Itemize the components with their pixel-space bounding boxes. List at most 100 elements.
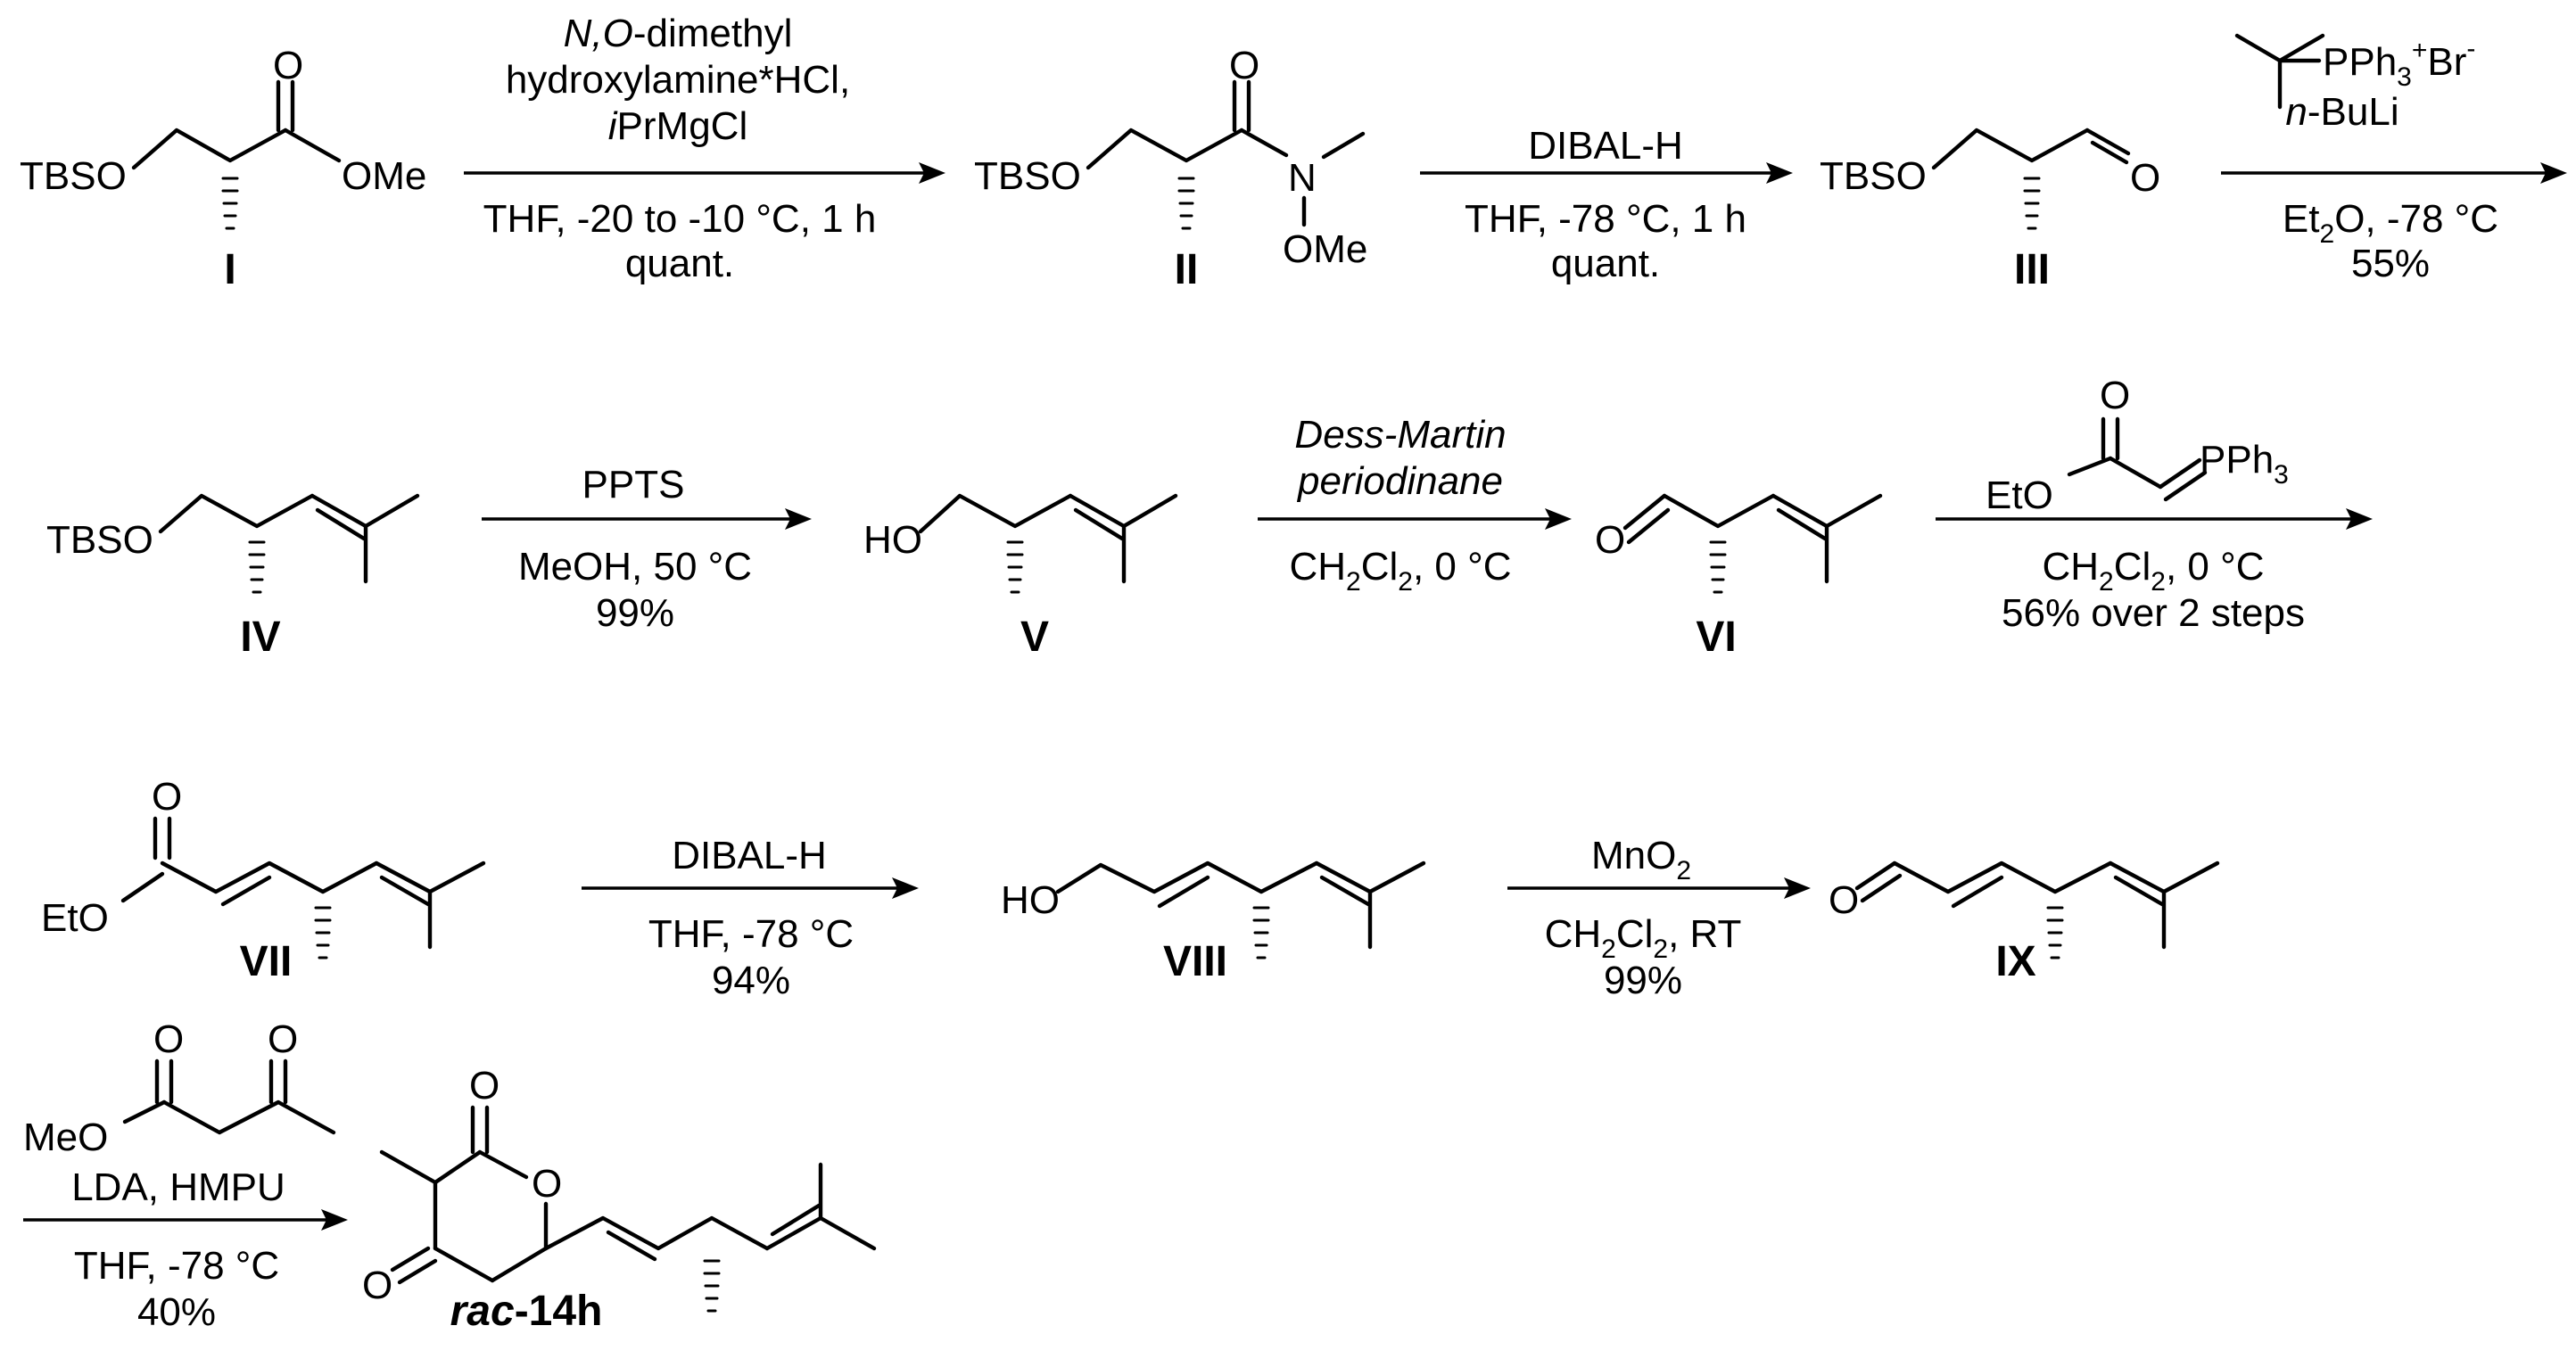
compound-label-II: II (1175, 246, 1199, 293)
conditions-line1: THF, -78 °C, 1 h (1465, 197, 1746, 241)
phosphonium-salt: PPh3+Br- (2323, 34, 2475, 92)
carbonyl-o: O (273, 44, 303, 87)
arrowhead (1766, 162, 1793, 184)
ring-o: O (532, 1162, 562, 1206)
n-atom: N (1288, 156, 1317, 200)
reagent-line1: Dess-Martin (1294, 413, 1506, 457)
conditions-line1: CH2Cl2, 0 °C (2042, 545, 2264, 597)
conditions-line1: THF, -20 to -10 °C, 1 h (483, 197, 877, 241)
compound-III: TBSO O III (1820, 128, 2160, 293)
hashed-methyl (2046, 906, 2064, 959)
compound-IV: TBSO IV (46, 493, 420, 661)
arrowhead (785, 508, 812, 530)
step-1: N,O-dimethyl hydroxylamine*HCl, iPrMgCl … (464, 12, 945, 285)
reagent: MnO2 (1591, 834, 1691, 885)
compound-VI: O VI (1595, 493, 1883, 661)
aldehyde-o: O (1829, 878, 1859, 922)
carbonyl-o: O (1229, 44, 1259, 87)
arrowhead (919, 162, 945, 184)
reagent-line3: iPrMgCl (608, 104, 747, 148)
reagent-line1: N,O-dimethyl (564, 12, 793, 55)
compound-VIII: HO VIII (1001, 861, 1426, 985)
conditions-line2: 99% (1604, 959, 1682, 1002)
tbso-text: TBSO (1820, 154, 1927, 198)
arrowhead (1784, 877, 1811, 899)
compound-label-I: I (224, 246, 235, 293)
hashed-methyl (1006, 540, 1024, 594)
hashed-methyl (1252, 906, 1270, 959)
arrowhead (892, 877, 919, 899)
reagent: LDA, HMPU (71, 1165, 285, 1209)
ylide-eto: EtO (1986, 474, 2053, 517)
arrowhead (1545, 508, 1572, 530)
hashed-methyl (1177, 177, 1195, 230)
compound-label-V: V (1020, 614, 1049, 661)
arrowhead (321, 1209, 348, 1231)
compound-IX: O IX (1829, 861, 2220, 985)
conditions-line2: quant. (625, 242, 734, 285)
compound-rac-14h: O O O rac-14h (362, 1064, 877, 1335)
acetoacetate-o2: O (268, 1017, 298, 1061)
hashed-methyl (1709, 540, 1727, 594)
ome-text: OMe (342, 154, 426, 198)
compound-II: TBSO O N OMe II (974, 44, 1367, 293)
tbso-text: TBSO (46, 518, 153, 562)
base: n-BuLi (2285, 90, 2398, 134)
hashed-methyl (221, 177, 239, 230)
conditions-line2: 40% (137, 1290, 216, 1334)
hashed-methyl (314, 906, 332, 959)
ketone-o: O (362, 1264, 392, 1307)
arrowhead (2540, 162, 2567, 184)
conditions-line1: THF, -78 °C (648, 912, 854, 956)
hashed-methyl (703, 1259, 721, 1313)
compound-label-III: III (2014, 246, 2050, 293)
step-7: DIBAL-H THF, -78 °C 94% (582, 834, 919, 1002)
conditions-line2: 56% over 2 steps (2002, 591, 2305, 635)
step-3: PPh3+Br- n-BuLi Et2O, -78 °C 55% (2221, 33, 2567, 285)
lactone-carbonyl-o: O (469, 1064, 500, 1108)
aldehyde-o: O (2130, 156, 2160, 200)
eto-text: EtO (41, 896, 109, 940)
compound-label-VII: VII (240, 938, 293, 985)
reagent: DIBAL-H (1528, 124, 1683, 168)
arrowhead (2346, 508, 2373, 530)
acetoacetate-meo: MeO (23, 1116, 108, 1159)
step-9: O O MeO LDA, HMPU THF, -78 °C 40% (23, 1017, 348, 1334)
step-8: MnO2 CH2Cl2, RT 99% (1507, 834, 1811, 1002)
compound-label-VIII: VIII (1163, 938, 1227, 985)
reagent: DIBAL-H (672, 834, 827, 877)
ome-text: OMe (1283, 227, 1367, 271)
conditions-line2: 94% (712, 959, 790, 1002)
reagent-line2: hydroxylamine*HCl, (506, 58, 850, 102)
ylide-pph3: PPh3 (2200, 438, 2289, 490)
hashed-methyl (248, 540, 266, 594)
carbonyl-o: O (152, 775, 182, 819)
hashed-methyl (2023, 177, 2041, 230)
conditions-line1: MeOH, 50 °C (518, 545, 752, 589)
reagent: PPTS (582, 463, 685, 506)
conditions-line2: 99% (596, 591, 674, 635)
aldehyde-o: O (1595, 518, 1625, 562)
ho-text: HO (1001, 878, 1060, 922)
compound-label-VI: VI (1696, 614, 1736, 661)
tbso-text: TBSO (974, 154, 1081, 198)
acetoacetate-o1: O (153, 1017, 184, 1061)
step-2: DIBAL-H THF, -78 °C, 1 h quant. (1420, 124, 1793, 285)
compound-V: HO V (863, 493, 1178, 661)
reagent-line2: periodinane (1296, 459, 1503, 503)
step-5: Dess-Martin periodinane CH2Cl2, 0 °C (1258, 413, 1572, 597)
tbso-text: TBSO (20, 154, 127, 198)
compound-label-IX: IX (1995, 938, 2035, 985)
conditions-line2: 55% (2351, 242, 2430, 285)
conditions-line2: quant. (1551, 242, 1660, 285)
conditions-line1: CH2Cl2, RT (1545, 912, 1742, 964)
step-4: PPTS MeOH, 50 °C 99% (482, 463, 812, 635)
ho-text: HO (863, 518, 922, 562)
conditions-line1: Et2O, -78 °C (2283, 197, 2498, 249)
step-6: O EtO PPh3 CH2Cl2, 0 °C 56% over 2 steps (1936, 374, 2373, 635)
conditions-line1: THF, -78 °C (74, 1244, 279, 1288)
compound-label-rac-14h: rac-14h (450, 1288, 603, 1335)
compound-VII: O EtO VII (41, 775, 486, 985)
conditions-line1: CH2Cl2, 0 °C (1289, 545, 1511, 597)
